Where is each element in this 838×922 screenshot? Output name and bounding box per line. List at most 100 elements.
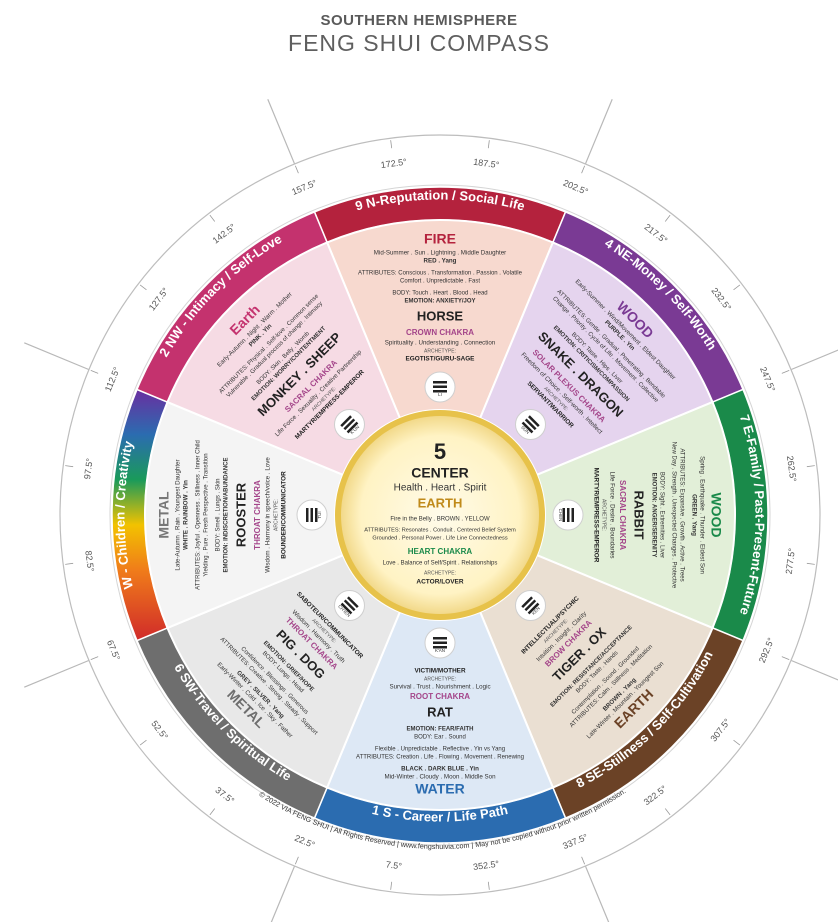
- s-element: WATER: [415, 781, 465, 797]
- s-body: BODY: Ear . Sound: [414, 735, 466, 741]
- n-archetype-label: ARCHETYPE:: [424, 348, 456, 354]
- s-meta: Mid-Winter . Cloudy . Moon . Middle Son: [384, 774, 496, 781]
- inner-dial-border: [109, 184, 771, 846]
- degree-tick: [733, 739, 741, 746]
- degree-label: 262.5°: [785, 455, 798, 483]
- trigram-name-ne: SUN: [520, 425, 530, 435]
- s-archetype-label: ARCHETYPE:: [424, 676, 456, 682]
- degree-tick: [806, 465, 815, 468]
- w-element: METAL: [156, 491, 172, 539]
- n-archetype: EGOTIST/GURU-SAGE: [406, 356, 476, 363]
- w-attributes: ATTRIBUTES: Joyful . Openness . Stillnes…: [196, 440, 202, 590]
- n-animal: HORSE: [417, 308, 464, 323]
- spoke-line: [582, 861, 610, 922]
- outer-spokes: [24, 99, 838, 922]
- trigram-bar: [433, 641, 447, 644]
- trigram-bar: [340, 602, 353, 615]
- s-chakra-desc: Survival . Trust . Nourishment . Logic: [389, 684, 490, 691]
- w-emotion: EMOTION: INDISCRETION/ABUNDANCE: [224, 458, 230, 573]
- w-archetype: BOUNDER/COMMUNICATOR: [281, 471, 288, 559]
- trigram-bar: [524, 418, 537, 431]
- center-subtitle: Health . Heart . Spirit: [394, 483, 487, 494]
- spoke-line: [24, 342, 94, 373]
- degree-tick: [664, 214, 671, 222]
- trigram-bar: [310, 508, 313, 522]
- trigram-name-s: K'AN: [435, 648, 445, 653]
- degree-label: 277.5°: [784, 547, 797, 575]
- degree-tick: [781, 369, 790, 374]
- degree-tick: [294, 165, 299, 174]
- e-emotion: EMOTION: ANGER/SERENITY: [650, 473, 656, 558]
- trigram-name-e: CHEN: [558, 509, 563, 522]
- center-line3: Grounded . Personal Power . Life Line Co…: [372, 535, 507, 541]
- n-attributes2: Comfort . Unpredictable . Fast: [400, 279, 480, 285]
- center-chakra: HEART CHAKRA: [408, 547, 473, 556]
- trigram-name-se: KEN: [531, 606, 541, 616]
- n-chakra-desc: Spirituality . Understanding . Connectio…: [385, 340, 496, 347]
- trigram-bar: [347, 596, 359, 608]
- trigram-bar: [528, 415, 540, 427]
- s-animal: RAT: [427, 704, 453, 719]
- e-element: WOOD: [708, 492, 724, 537]
- trigram-bar: [306, 508, 309, 522]
- degree-label: 352.5°: [473, 859, 501, 872]
- trigram-bar: [433, 646, 447, 649]
- w-animal: ROOSTER: [233, 482, 248, 547]
- degree-tick: [487, 881, 490, 890]
- degree-tick: [294, 856, 299, 865]
- title-line-2: FENG SHUI COMPASS: [288, 30, 550, 56]
- e-attributes2: New Day . Strength . Unexpected Changes …: [670, 442, 676, 589]
- trigram-bar: [562, 508, 565, 522]
- trigram-bar: [343, 418, 356, 431]
- trigram-bar: [340, 415, 352, 427]
- s-chakra: ROOT CHAKRA: [410, 692, 470, 701]
- w-chakra: THROAT CHAKRA: [253, 480, 262, 550]
- e-attributes: ATTRIBUTES: Expansive . Growth . Active …: [678, 448, 684, 581]
- s-emotion: EMOTION: FEAR/FAITH: [407, 727, 474, 733]
- trigram-name-n: LI: [438, 392, 442, 397]
- degree-tick: [806, 562, 815, 565]
- degree-tick: [390, 140, 393, 149]
- degree-tick: [664, 808, 671, 816]
- trigram-bar: [521, 421, 534, 434]
- s-attributes2: Flexible . Unpredictable . Reflective . …: [375, 747, 505, 753]
- degree-tick: [209, 808, 216, 816]
- w-attributes2: Yielding . Pure . Fresh Perspective . Tr…: [204, 453, 210, 576]
- spoke-line: [582, 99, 613, 169]
- trigram-bar: [524, 599, 537, 612]
- center-title: CENTER: [411, 465, 469, 481]
- center-line2: ATTRIBUTES: Resonates . Conduit . Center…: [364, 527, 516, 533]
- e-body: BODY: Sight . Extremities . Liver: [658, 472, 664, 558]
- spoke-line: [24, 657, 94, 688]
- degree-label: 172.5°: [380, 157, 408, 170]
- trigram-bar: [343, 599, 356, 612]
- w-color-yang: WHITE . RAINBOW . Yin: [183, 480, 190, 550]
- n-body: BODY: Touch . Heart . Blood . Head: [392, 291, 487, 297]
- spoke-line: [270, 861, 298, 922]
- e-chakra-desc: Life Force . Desire . Boundaries: [608, 471, 615, 558]
- e-archetype-label: ARCHETYPE:: [601, 499, 607, 531]
- degree-tick: [90, 369, 99, 374]
- w-archetype-label: ARCHETYPE:: [273, 499, 279, 531]
- e-archetype: MARTYR/EMPRESS-EMPEROR: [592, 468, 599, 563]
- degree-label: 7.5°: [385, 859, 403, 871]
- n-color-yang: RED . Yang: [424, 258, 457, 265]
- center-element: EARTH: [418, 495, 463, 510]
- degree-tick: [139, 739, 147, 746]
- trigram-bar: [521, 596, 533, 608]
- trigram-bar: [433, 390, 447, 393]
- spoke-line: [786, 349, 838, 373]
- center-archetype: ACTOR/LOVER: [416, 579, 463, 586]
- w-meta: Late-Autumn . Rain . Youngest Daughter: [175, 459, 182, 570]
- trigram-bar: [433, 385, 447, 388]
- n-attributes: ATTRIBUTES: Conscious . Transformation .…: [358, 271, 523, 277]
- degree-tick: [65, 465, 74, 468]
- n-emotion: EMOTION: ANXIETY/JOY: [404, 299, 475, 305]
- trigram-name-nw: K'UN: [349, 424, 360, 435]
- center-number: 5: [434, 439, 446, 464]
